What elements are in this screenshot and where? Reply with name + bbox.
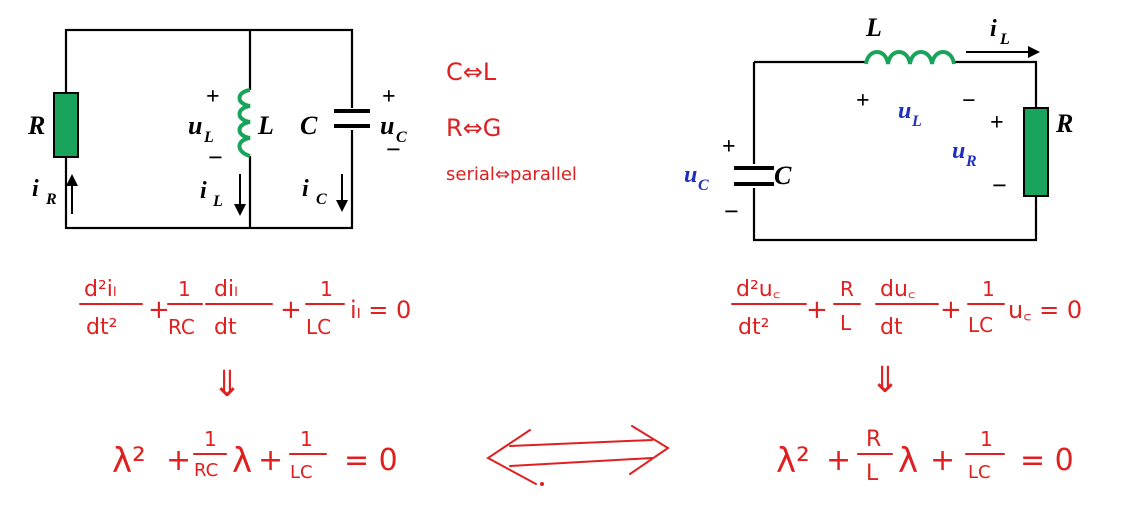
right-il-arrow: [966, 46, 1040, 58]
right-r-label: R: [1055, 109, 1073, 138]
left-char-eq: = 0: [344, 443, 398, 478]
left-ir-arrow: [66, 174, 78, 214]
right-ode-plus1: +: [806, 295, 828, 325]
right-frame-wire: [752, 60, 1038, 242]
note-serial-parallel: serial⇔parallel: [446, 164, 577, 185]
right-ode-den1: dt²: [738, 315, 769, 340]
right-il-sub: L: [999, 31, 1010, 48]
right-c-label: C: [774, 161, 792, 190]
right-ode-den2: L: [840, 311, 852, 335]
left-inductor: [237, 88, 260, 158]
right-il-label: i: [990, 16, 997, 42]
left-ic-label: i: [302, 176, 309, 202]
right-ode-num2: R: [840, 277, 854, 301]
left-ode-plus1: +: [148, 295, 170, 325]
duality-notes: C⇔L R⇔G serial⇔parallel: [446, 58, 577, 185]
left-char-lambda: λ: [232, 441, 252, 481]
left-ode-den2: RC: [168, 315, 195, 339]
right-ode-num3: du꜀: [880, 277, 916, 302]
right-uc-minus: −: [724, 197, 739, 226]
left-ode-plus2: +: [280, 295, 302, 325]
right-ur-label: u: [952, 138, 965, 164]
right-ode: d²u꜀ dt² + R L du꜀ dt + 1 LC u꜀ = 0: [731, 277, 1082, 340]
left-uc-minus: −: [386, 135, 401, 164]
right-ode-num1: d²u꜀: [736, 277, 780, 302]
left-char-d-den: LC: [290, 462, 313, 483]
note-c-l: C⇔L: [446, 58, 497, 86]
right-ode-num4: 1: [982, 277, 995, 301]
left-uc-plus: +: [382, 84, 396, 110]
right-uc-plus: +: [722, 134, 736, 160]
left-char-plus2: +: [258, 443, 283, 478]
right-char-d-den: LC: [968, 462, 991, 483]
right-ul-label: u: [898, 98, 911, 124]
right-ur-minus: −: [992, 171, 1007, 200]
right-capacitor: [734, 164, 774, 188]
left-il-arrow: [234, 174, 246, 216]
right-l-label: L: [865, 13, 882, 42]
left-ic-sub: C: [316, 191, 327, 208]
right-resistor: [1023, 107, 1049, 197]
left-char-lambda2: λ²: [112, 441, 146, 481]
left-capacitor: [334, 108, 370, 130]
right-char-b-den: L: [866, 461, 879, 486]
left-ode-den4: LC: [306, 315, 331, 339]
left-char-plus1: +: [166, 443, 191, 478]
right-uc-label: u: [684, 162, 697, 188]
right-uc-sub: C: [698, 177, 709, 194]
note-r-g: R⇔G: [446, 114, 501, 142]
right-ode-den3: dt: [880, 315, 903, 340]
right-char-plus1: +: [826, 443, 851, 478]
left-ode-num3: diₗ: [214, 277, 238, 302]
right-ur-sub: R: [965, 153, 977, 170]
left-c-label: C: [300, 111, 318, 140]
left-l-label: L: [257, 111, 274, 140]
left-ode-tail: iₗ = 0: [350, 296, 411, 324]
right-inductor: [864, 48, 956, 68]
right-ode-plus2: +: [940, 295, 962, 325]
left-char-d-num: 1: [300, 427, 313, 451]
right-char-lambda: λ: [898, 441, 918, 481]
left-ul-plus: +: [206, 84, 220, 110]
right-ul-minus: −: [962, 88, 976, 114]
left-ode-num1: d²iₗ: [84, 277, 117, 302]
left-il-label: i: [200, 178, 207, 204]
left-ode-num2: 1: [178, 277, 191, 301]
right-ur-plus: +: [990, 110, 1004, 136]
right-ul-plus: +: [856, 88, 870, 114]
left-char-b-den: RC: [194, 460, 218, 481]
right-ul-sub: L: [911, 113, 922, 130]
right-char-plus2: +: [930, 443, 955, 478]
right-ode-den4: LC: [968, 313, 993, 337]
left-char-b-num: 1: [204, 427, 217, 451]
left-implies-arrow: ⇓: [212, 364, 242, 405]
left-il-sub: L: [212, 193, 223, 210]
left-r-label: R: [27, 111, 45, 140]
left-ic-arrow: [336, 174, 348, 212]
left-resistor: [53, 92, 79, 158]
left-ode-den1: dt²: [86, 315, 117, 340]
right-char-b-num: R: [866, 427, 881, 452]
left-ul-sub: L: [203, 129, 214, 146]
left-ul-label: u: [188, 111, 202, 140]
left-parallel-circuit: R i R + u L − L i L C + u C − i C: [27, 28, 407, 230]
right-ode-tail: u꜀ = 0: [1008, 296, 1082, 324]
left-ode-den3: dt: [214, 315, 237, 340]
right-characteristic-equation: λ² + R L λ + 1 LC = 0: [776, 427, 1074, 486]
left-uc-sub: C: [396, 129, 407, 146]
left-ode: d²iₗ dt² + 1 RC diₗ dt + 1 LC iₗ = 0: [79, 277, 411, 340]
right-char-lambda2: λ²: [776, 441, 810, 481]
right-char-eq: = 0: [1020, 443, 1074, 478]
left-ul-minus: −: [208, 143, 223, 172]
right-char-d-num: 1: [980, 427, 993, 451]
left-ir-sub: R: [45, 191, 57, 208]
left-ir-label: i: [32, 176, 39, 202]
left-characteristic-equation: λ² + 1 RC λ + 1 LC = 0: [112, 427, 398, 483]
left-uc-label: u: [380, 111, 394, 140]
duality-double-arrow: [486, 425, 670, 486]
right-series-circuit: L i L + u L − + u R − R + u C − C: [684, 13, 1073, 242]
left-ode-num4: 1: [320, 277, 333, 301]
right-implies-arrow: ⇓: [870, 360, 900, 401]
